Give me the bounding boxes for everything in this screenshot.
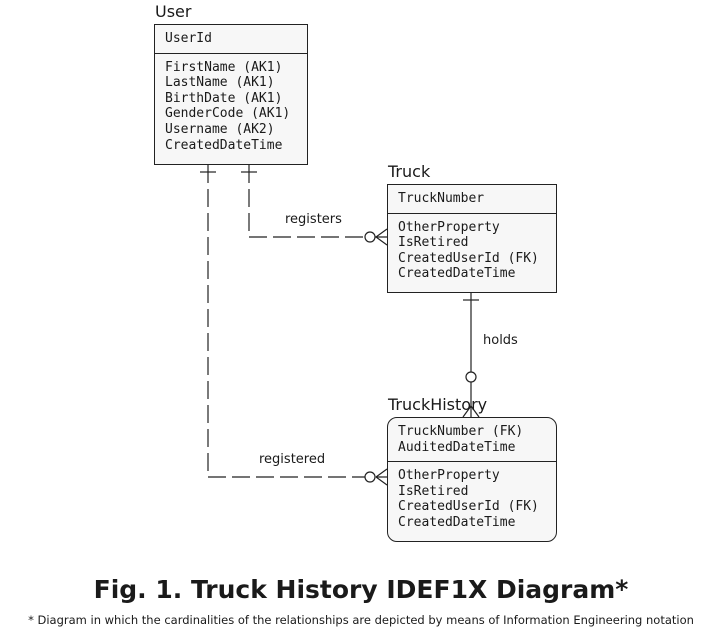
truckhistory-key-auditeddatetime: AuditedDateTime: [398, 439, 516, 455]
truck-entity: TruckNumber OtherProperty IsRetired Crea…: [387, 184, 557, 293]
truck-key-trucknumber: TruckNumber: [398, 191, 485, 206]
truck-key-area: TruckNumber: [388, 185, 556, 214]
crows-foot-mark: [375, 228, 388, 238]
user-key-userid: UserId: [165, 31, 212, 46]
truckhistory-attr-isretired: IsRetired: [398, 483, 469, 499]
user-attribute-area: FirstName (AK1) LastName (AK1) BirthDate…: [155, 54, 307, 160]
registers-connector: [241, 165, 388, 246]
truck-attribute-area: OtherProperty IsRetired CreatedUserId (F…: [388, 214, 556, 288]
user-attr-firstname: FirstName (AK1): [165, 59, 283, 75]
holds-connector: [462, 293, 480, 418]
zero-circle-mark: [364, 231, 376, 243]
truck-attr-createduserid: CreatedUserId (FK): [398, 250, 539, 266]
truckhistory-entity: TruckNumber (FK) AuditedDateTime OtherPr…: [387, 417, 557, 542]
truckhistory-attr-otherproperty: OtherProperty: [398, 468, 500, 484]
truckhistory-entity-title: TruckHistory: [388, 395, 488, 414]
user-attr-gendercode: GenderCode (AK1): [165, 106, 291, 122]
crows-foot-mark: [375, 468, 388, 478]
figure-caption: Fig. 1. Truck History IDEF1X Diagram*: [93, 575, 629, 604]
zero-circle-mark: [465, 371, 477, 383]
registered-label: registered: [259, 452, 326, 467]
truckhistory-attr-createduserid: CreatedUserId (FK): [398, 499, 539, 515]
user-attr-birthdate: BirthDate (AK1): [165, 90, 283, 106]
holds-label: holds: [483, 333, 518, 348]
user-attr-username: Username (AK2): [165, 121, 275, 137]
user-attr-lastname: LastName (AK1): [165, 75, 275, 91]
truckhistory-key-trucknumber: TruckNumber (FK): [398, 424, 524, 439]
truck-attr-createddatetime: CreatedDateTime: [398, 266, 516, 282]
truck-attr-isretired: IsRetired: [398, 235, 469, 251]
zero-circle-mark: [364, 471, 376, 483]
truckhistory-key-area: TruckNumber (FK) AuditedDateTime: [388, 418, 556, 463]
truckhistory-attr-createddatetime: CreatedDateTime: [398, 514, 516, 530]
truck-entity-title: Truck: [388, 162, 431, 181]
truckhistory-attribute-area: OtherProperty IsRetired CreatedUserId (F…: [388, 462, 556, 536]
truck-attr-otherproperty: OtherProperty: [398, 219, 500, 235]
registers-label: registers: [285, 212, 342, 227]
user-key-area: UserId: [155, 25, 307, 54]
user-attr-createddatetime: CreatedDateTime: [165, 137, 283, 153]
figure-footnote: * Diagram in which the cardinalities of …: [28, 613, 694, 627]
user-entity: UserId FirstName (AK1) LastName (AK1) Bi…: [154, 24, 308, 165]
registered-connector: [200, 165, 388, 486]
user-entity-title: User: [155, 2, 192, 21]
crows-foot-mark: [462, 405, 472, 418]
